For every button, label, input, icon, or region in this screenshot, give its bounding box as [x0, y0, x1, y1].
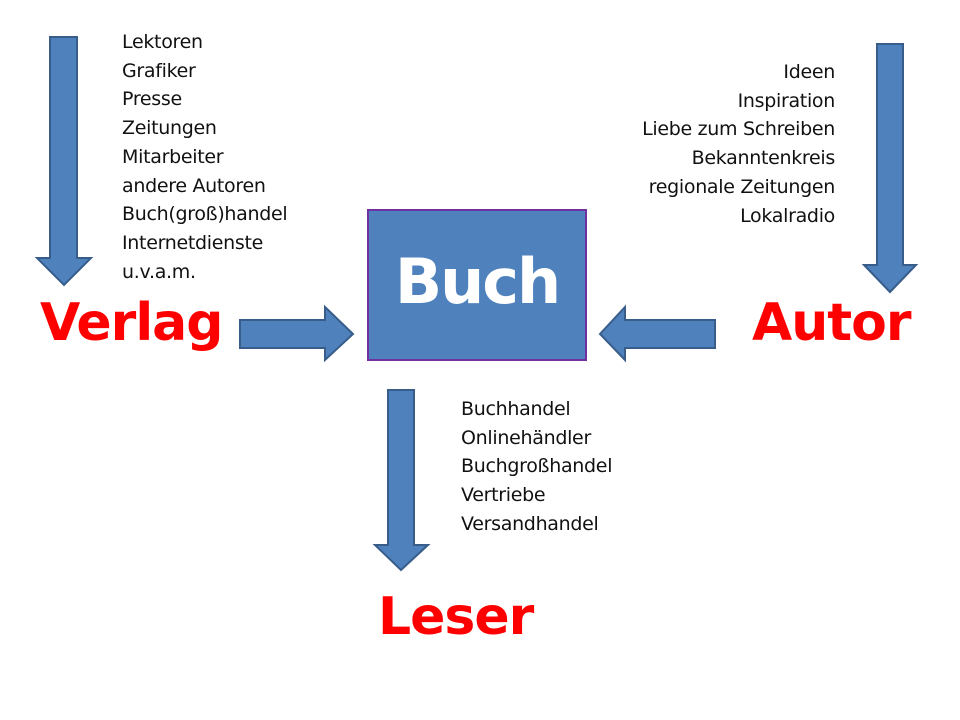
list-item: Presse [122, 88, 182, 111]
arrow-down-buch-to-leser [372, 389, 431, 572]
list-item: Versandhandel [461, 512, 599, 535]
list-item: Vertriebe [461, 484, 546, 507]
verlag-list: Lektoren Grafiker Presse Zeitungen Mitar… [122, 28, 288, 286]
list-item: Lektoren [122, 31, 203, 53]
buch-label: Buch [394, 244, 561, 318]
list-item: Buchgroßhandel [461, 455, 613, 478]
list-item: Bekanntenkreis [691, 147, 836, 170]
list-item: Onlinehändler [461, 426, 591, 449]
list-item: Buchhandel [461, 398, 571, 420]
leser-list: Buchhandel Onlinehändler Buchgroßhandel … [461, 395, 612, 539]
list-item: Lokalradio [740, 204, 835, 227]
verlag-label: Verlag [40, 293, 223, 353]
arrow-left-autor-to-buch [598, 304, 716, 363]
list-item: Grafiker [122, 59, 196, 82]
autor-label: Autor [752, 293, 911, 353]
autor-list: Ideen Inspiration Liebe zum Schreiben Be… [642, 58, 835, 230]
list-item: u.v.a.m. [122, 260, 196, 283]
list-item: Mitarbeiter [122, 145, 224, 168]
list-item: Zeitungen [122, 117, 217, 140]
buch-box: Buch [367, 209, 587, 361]
list-item: Liebe zum Schreiben [642, 118, 835, 141]
arrow-down-verlag [34, 36, 94, 287]
list-item: Ideen [783, 61, 835, 83]
leser-label: Leser [378, 587, 534, 647]
arrow-right-verlag-to-buch [239, 304, 355, 363]
list-item: Internetdienste [122, 231, 264, 254]
list-item: Inspiration [737, 89, 836, 112]
arrow-down-autor [861, 43, 919, 294]
list-item: regionale Zeitungen [648, 175, 836, 198]
list-item: Buch(groß)handel [122, 203, 288, 226]
list-item: andere Autoren [122, 174, 266, 197]
